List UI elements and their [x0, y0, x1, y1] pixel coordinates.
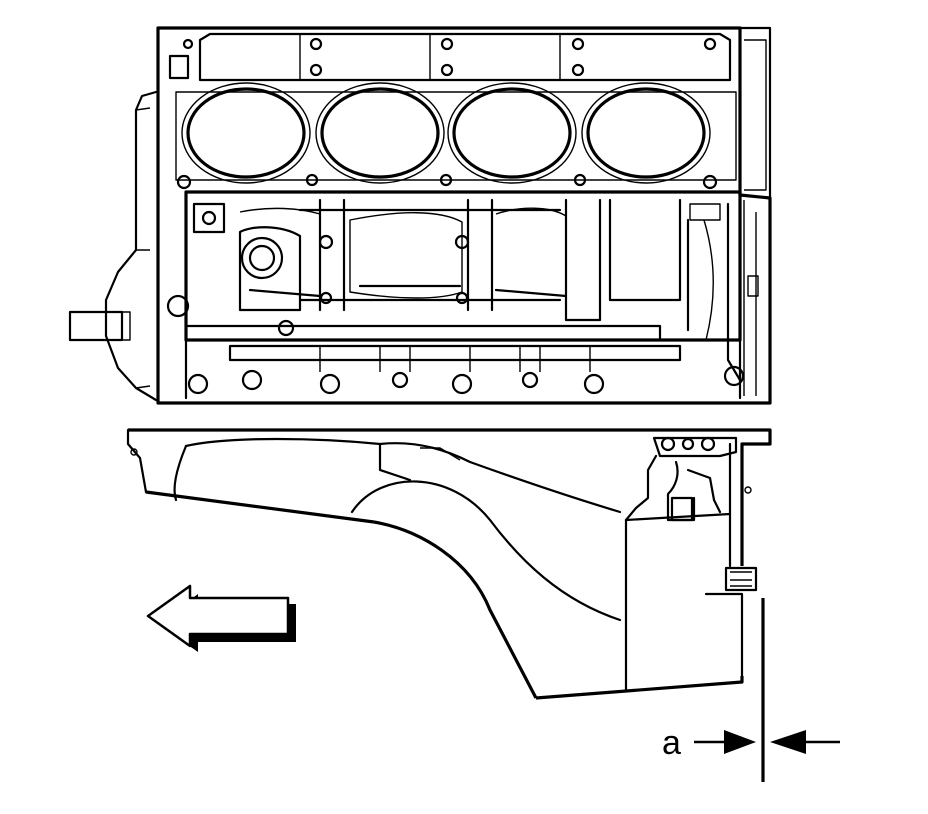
cylinder-bores: [175, 82, 737, 190]
front-direction-arrow: [146, 584, 296, 652]
filter-boss: [624, 436, 758, 592]
dimension-right-arrowhead: [770, 730, 806, 754]
pan-flange: [128, 428, 772, 566]
callout-label-a: a: [662, 724, 681, 762]
engine-block: [68, 26, 772, 405]
top-bolt-row: [168, 32, 732, 82]
pan-rail: [166, 294, 745, 400]
dimension-left-arrowhead: [724, 730, 756, 754]
oil-pan: [126, 428, 772, 700]
clearance-dimension: a: [662, 598, 840, 782]
crankcase: [184, 190, 759, 396]
front-cover: [68, 90, 158, 402]
